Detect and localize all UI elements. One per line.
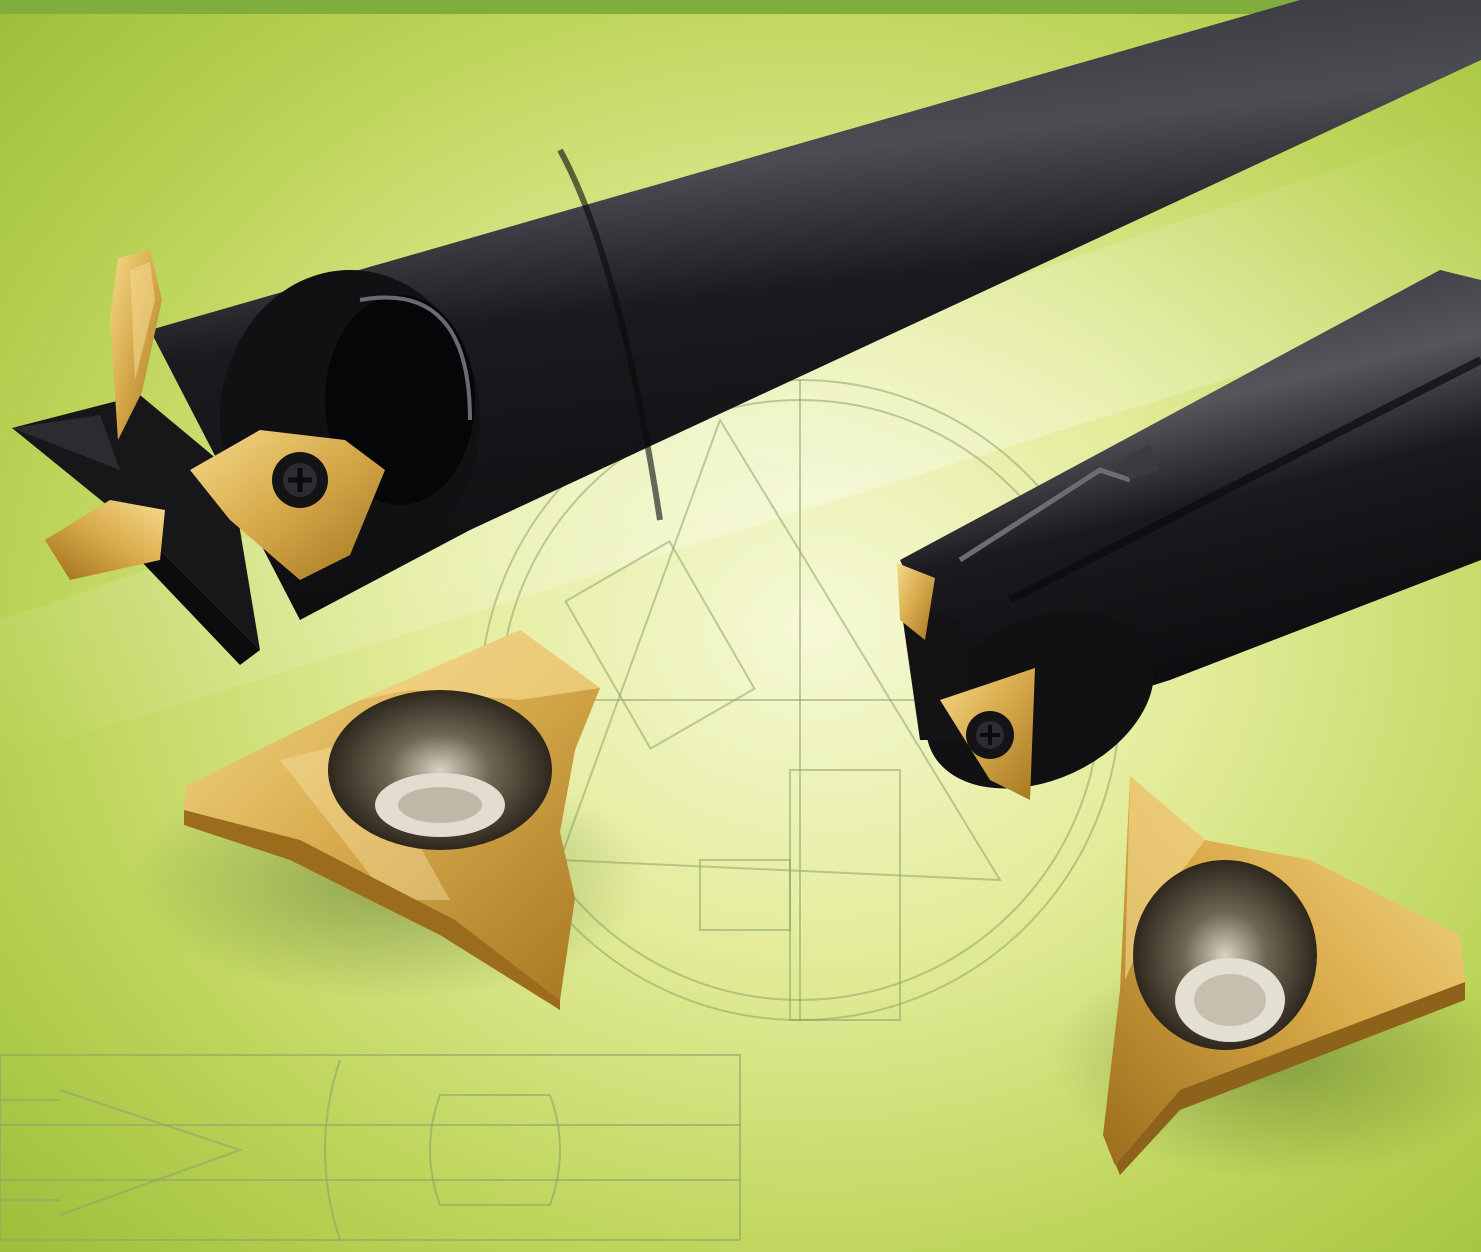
loose-threading-insert-left <box>184 630 600 1010</box>
insert-on-large-holder-front <box>190 430 385 580</box>
insert-on-large-holder-top <box>110 250 162 440</box>
loose-threading-insert-right <box>1103 776 1465 1175</box>
insert-on-small-holder <box>897 563 1035 800</box>
background-light-streak <box>0 120 1481 760</box>
technical-sketch-tool <box>0 1054 741 1241</box>
insert-on-large-holder-left <box>45 500 165 580</box>
top-green-band <box>0 0 1481 14</box>
